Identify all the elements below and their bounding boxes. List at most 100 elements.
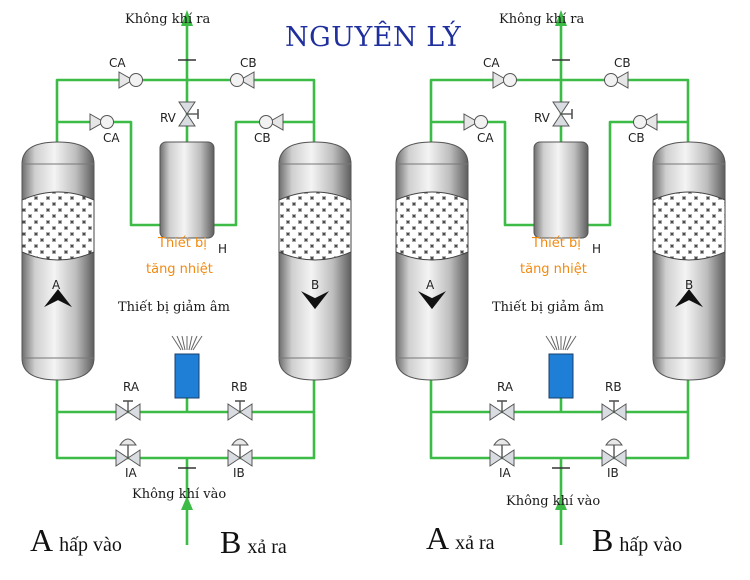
air-in-label-right: Không khí vào	[506, 494, 601, 509]
exhaust-line-icon	[562, 335, 567, 351]
panel-left	[21, 10, 352, 545]
air-out-arrow-icon	[555, 10, 567, 26]
desiccant-mesh	[278, 191, 352, 261]
valve-ca-top-label-left: CA	[109, 56, 126, 70]
check-valve-cb-top	[604, 71, 629, 89]
air-in-label-left: Không khí vào	[132, 487, 227, 502]
tower-b	[652, 141, 726, 381]
exhaust-line-icon	[192, 335, 203, 351]
valve-ia	[115, 438, 141, 467]
valve-cb-mid-label-left: CB	[254, 131, 271, 145]
tower-a-label-left: A	[52, 278, 61, 292]
valve-ball-icon	[633, 115, 647, 129]
valve-actuator-icon	[231, 438, 249, 446]
tower-body	[278, 141, 352, 381]
heater-h-right: H	[592, 242, 602, 256]
arrow-up-icon	[44, 289, 72, 308]
valve-ca-mid-label-right: CA	[477, 131, 494, 145]
valve-ra-label-left: RA	[123, 380, 140, 394]
exhaust-line-icon	[566, 335, 577, 351]
caption-text: hấp vào	[59, 534, 122, 556]
valve-rv	[552, 101, 573, 127]
valve-body-icon	[118, 71, 135, 89]
valve-actuator-icon	[493, 438, 511, 446]
valve-rb-label-left: RB	[231, 380, 248, 394]
valve-rv-label-left: RV	[160, 111, 176, 125]
tower-b	[278, 141, 352, 381]
caption-text: xả ra	[455, 532, 495, 554]
check-valve-cb-mid	[259, 113, 284, 131]
tower-a-label-right: A	[426, 278, 435, 292]
check-valve-ca-top	[492, 71, 517, 89]
valve-rb-label-right: RB	[605, 380, 622, 394]
valve-ball-icon	[259, 115, 273, 129]
valve-ib	[227, 438, 253, 467]
valve-ia	[489, 438, 515, 467]
exhaust-line-icon	[555, 335, 560, 351]
caption-text: xả ra	[247, 536, 287, 558]
air-out-label-right: Không khí ra	[499, 12, 585, 27]
exhaust-line-icon	[190, 335, 198, 351]
heater-tank	[159, 141, 215, 239]
heater-label2-right: tăng nhiệt	[520, 262, 587, 277]
valve-ib-label-left: IB	[233, 466, 245, 480]
valve-rb	[601, 400, 627, 421]
check-valve-ca-mid	[463, 113, 488, 131]
valve-ib	[601, 438, 627, 467]
valve-cb-mid-label-right: CB	[628, 131, 645, 145]
valve-body-icon	[238, 71, 255, 89]
pipe-line	[55, 380, 316, 460]
caption-letter: A	[30, 522, 54, 558]
valve-body-icon	[612, 71, 629, 89]
pipe-line	[55, 78, 316, 150]
exhaust-line-icon	[188, 335, 193, 351]
heater-label2-left: tăng nhiệt	[146, 262, 213, 277]
caption-letter: B	[220, 524, 242, 560]
valve-body-icon	[641, 113, 658, 131]
valve-body-icon	[89, 113, 106, 131]
heater-h-left: H	[218, 242, 228, 256]
valve-cb-top-label-left: CB	[240, 56, 257, 70]
pipe-line	[429, 380, 690, 460]
valve-actuator-icon	[119, 438, 137, 446]
desiccant-mesh	[652, 191, 726, 261]
silencer-label-left: Thiết bị giảm âm	[118, 300, 230, 315]
desiccant-mesh	[21, 191, 95, 261]
silencer-body	[548, 353, 574, 399]
desiccant-mesh	[395, 191, 469, 261]
heater-tank	[533, 141, 589, 239]
check-valve-cb-top	[230, 71, 255, 89]
valve-ia-label-right: IA	[499, 466, 511, 480]
valve-ib-label-right: IB	[607, 466, 619, 480]
pipe-line	[429, 78, 690, 150]
valve-ball-icon	[100, 115, 114, 129]
arrow-up-icon	[675, 289, 703, 308]
tower-body	[652, 141, 726, 381]
valve-rv-label-right: RV	[534, 111, 550, 125]
valve-ra	[115, 400, 141, 421]
valve-ball-icon	[129, 73, 143, 87]
caption-letter: A	[426, 520, 450, 556]
silencer-body	[174, 353, 200, 399]
valve-rb	[227, 400, 253, 421]
caption-text: hấp vào	[619, 534, 683, 556]
arrow-down-icon	[301, 291, 329, 310]
heater-label-right: Thiết bị	[532, 236, 581, 251]
tower-a	[21, 141, 95, 381]
arrow-down-icon	[418, 291, 446, 310]
tower-a	[395, 141, 469, 381]
valve-ball-icon	[230, 73, 244, 87]
valve-body-icon	[463, 113, 480, 131]
exhaust-line-icon	[171, 335, 182, 351]
valve-ra	[489, 400, 515, 421]
valve-rv	[178, 101, 199, 127]
tower-b-label-right: B	[685, 278, 694, 292]
valve-body-icon	[492, 71, 509, 89]
valve-body-icon	[267, 113, 284, 131]
caption-letter: B	[592, 522, 614, 558]
